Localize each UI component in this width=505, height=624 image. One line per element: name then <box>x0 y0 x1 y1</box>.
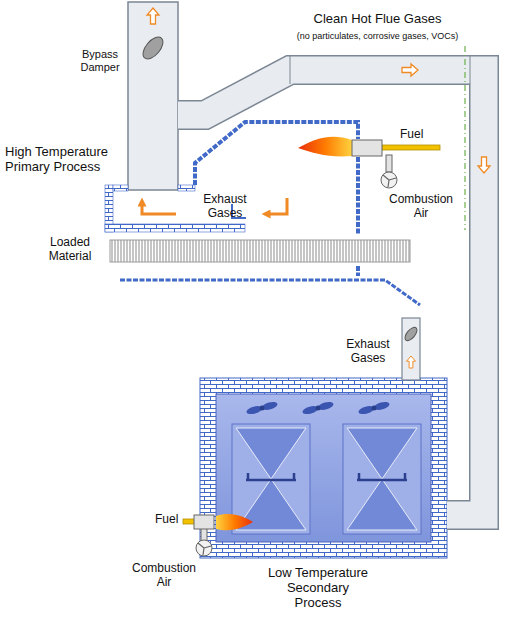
flow-arrow <box>402 64 418 76</box>
fan-hub <box>372 406 377 411</box>
process-heading: Low Temperature Secondary Process <box>262 566 374 611</box>
circulation-fan <box>246 400 279 415</box>
exhaust-stack <box>402 318 420 380</box>
fan-blades <box>383 175 396 187</box>
furnace-wall <box>356 157 360 234</box>
fan-blades <box>198 543 211 555</box>
burner-flame <box>298 137 352 157</box>
oven-wall <box>200 378 447 558</box>
part-label: Combustion Air <box>126 562 202 590</box>
rack-triangle <box>236 428 306 479</box>
brick-wall <box>113 185 128 191</box>
flow-arrow <box>147 8 159 24</box>
furnace-hopper <box>120 280 420 305</box>
circulation-fan <box>302 400 335 415</box>
rack-triangle <box>347 479 417 530</box>
furnace-wall <box>356 266 360 276</box>
rack <box>343 424 421 534</box>
oven-chamber <box>216 394 431 542</box>
fuel-pipe <box>382 145 440 150</box>
exhaust-stack <box>128 2 178 190</box>
part-label: Fuel <box>400 128 423 142</box>
conveyor <box>110 240 410 262</box>
flow-arrow <box>407 356 416 368</box>
part-label: Loaded Material <box>38 236 102 264</box>
stack-damper <box>403 325 419 342</box>
flow-arrow <box>478 157 490 173</box>
rack-triangle <box>347 428 417 479</box>
burner-body <box>194 515 214 529</box>
fuel-pipe <box>183 519 195 524</box>
bypass-damper <box>139 34 166 63</box>
brick-wall <box>105 224 245 232</box>
edge-label: Clean Hot Flue Gases <box>280 12 475 27</box>
oven-box: Low Temperature Secondary Process <box>200 378 447 558</box>
circulation-fan <box>358 400 391 415</box>
burner-body <box>352 140 382 156</box>
air-pipe <box>386 155 392 172</box>
flue-duct <box>178 70 484 515</box>
fan-hub <box>316 406 321 411</box>
furnace-box: High Temperature Primary Process <box>105 115 430 305</box>
process-heading: High Temperature Primary Process <box>5 145 119 175</box>
duct-note: (no particulates, corrosive gases, VOCs) <box>280 31 475 41</box>
duct-wall <box>178 70 484 515</box>
flow-label: Exhaust Gases <box>338 338 398 366</box>
air-fan <box>196 540 212 556</box>
rack-shelf <box>357 473 407 480</box>
part-label: Bypass Damper <box>74 48 126 73</box>
air-pipe <box>201 528 207 541</box>
rack-shelf <box>246 473 296 480</box>
furnace-hood <box>195 122 358 185</box>
burner-flame <box>216 514 253 530</box>
flow-arrow <box>266 198 287 214</box>
air-fan <box>381 172 397 188</box>
boundary-line <box>464 46 465 230</box>
duct-interior <box>178 70 484 515</box>
part-label: Combustion Air <box>386 193 456 221</box>
brick-wall <box>178 185 195 191</box>
flow-label: Exhaust Gases <box>196 193 254 221</box>
flow-arrow <box>142 202 176 214</box>
fan-hub <box>260 406 265 411</box>
duct-seam <box>290 56 470 84</box>
part-label: Fuel <box>155 513 178 527</box>
